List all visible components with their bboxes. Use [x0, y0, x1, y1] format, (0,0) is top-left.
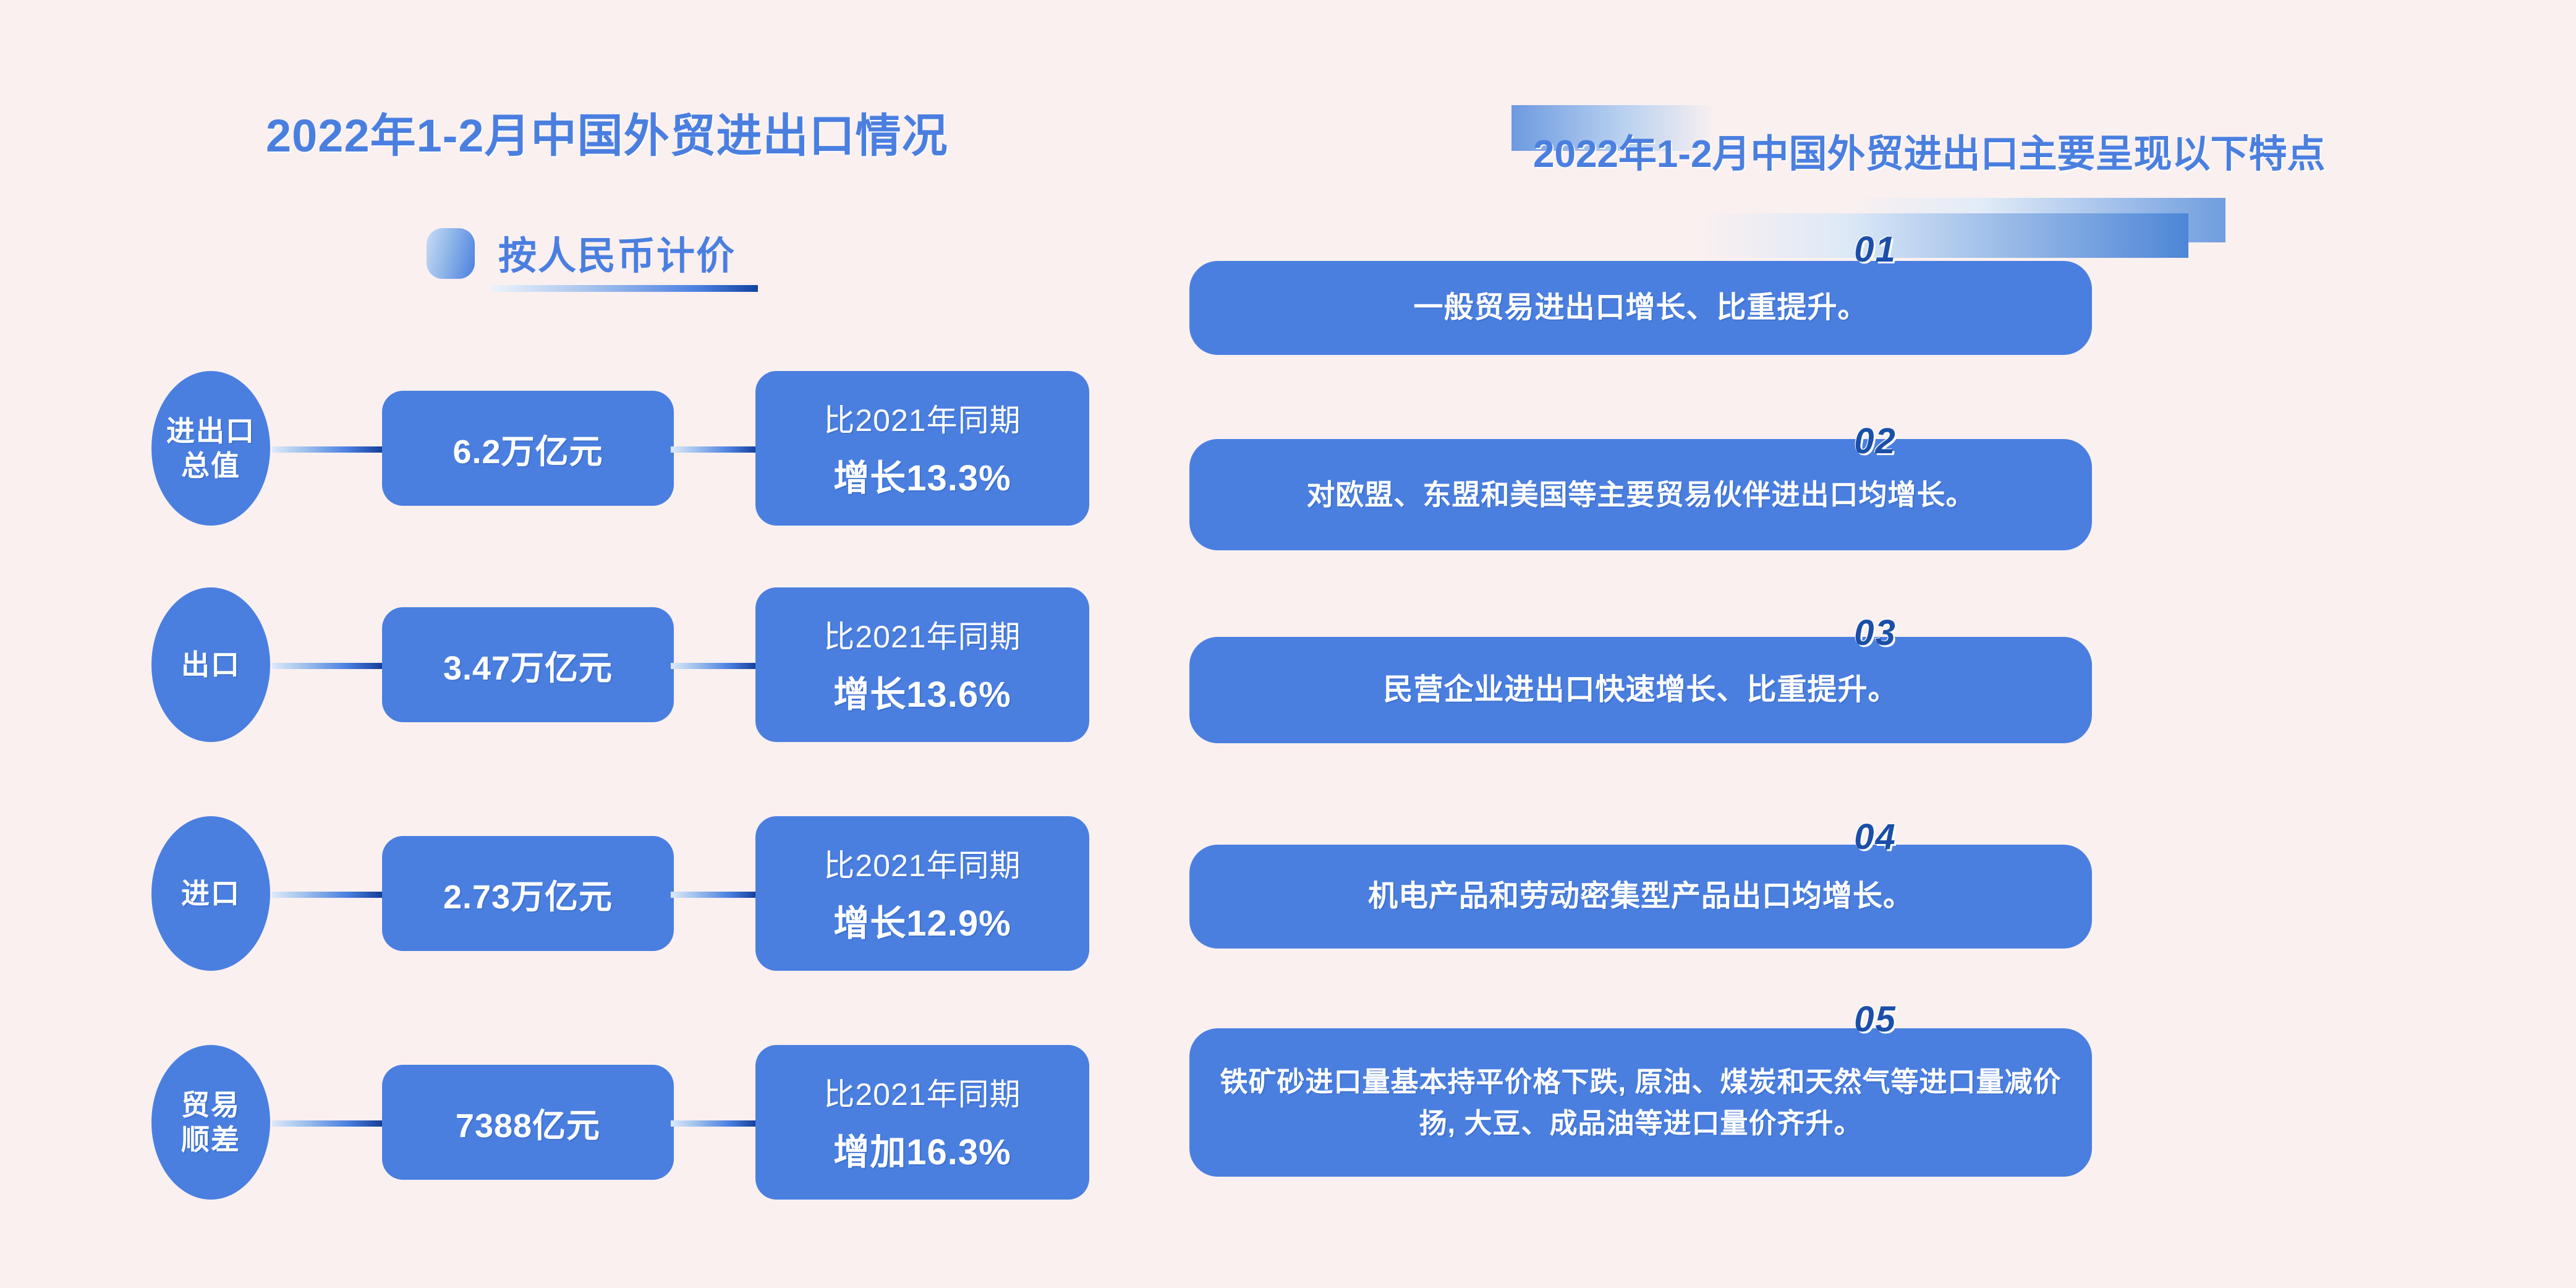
row-label-line2: 总值: [181, 450, 240, 482]
connector-line-left: [272, 446, 383, 453]
row-compare-label: 比2021年同期: [823, 403, 1021, 438]
row-change-value: 增长13.6%: [833, 675, 1011, 715]
row-change-value: 增长12.9%: [833, 903, 1011, 944]
row-value-box: 2.73万亿元: [382, 836, 674, 951]
connector-line-left: [272, 1120, 383, 1127]
row-growth-box: 比2021年同期 增长13.6%: [755, 587, 1089, 742]
feature-point: 04 机电产品和劳动密集型产品出口均增长。: [1175, 816, 2576, 977]
row-compare-label: 比2021年同期: [823, 620, 1021, 654]
row-value-box: 3.47万亿元: [382, 607, 674, 722]
connector-line-right: [671, 892, 757, 898]
row-growth-box: 比2021年同期 增加16.3%: [755, 1045, 1089, 1200]
row-label-line1: 进出口: [166, 414, 255, 447]
feature-number-badge: 04: [1854, 817, 1897, 857]
header-decor-bar-left: [1511, 105, 1715, 151]
feature-number-badge: 01: [1854, 229, 1897, 270]
feature-card[interactable]: 民营企业进出口快速增长、比重提升。: [1189, 637, 2092, 743]
data-row: 进口 2.73万亿元 比2021年同期 增长12.9%: [0, 816, 1175, 971]
row-growth-box: 比2021年同期 增长13.3%: [755, 371, 1089, 526]
connector-line-right: [671, 446, 757, 453]
subtitle-label: 按人民币计价: [498, 235, 736, 278]
row-label-circle: 进出口 总值: [151, 371, 270, 526]
feature-card[interactable]: 机电产品和劳动密集型产品出口均增长。: [1189, 845, 2092, 949]
row-label-circle: 进口: [151, 816, 270, 971]
feature-point: 02 对欧盟、东盟和美国等主要贸易伙伴进出口均增长。: [1175, 420, 2576, 581]
row-label-line1: 进口: [181, 877, 240, 910]
feature-card[interactable]: 对欧盟、东盟和美国等主要贸易伙伴进出口均增长。: [1189, 439, 2092, 550]
row-change-value: 增加16.3%: [833, 1132, 1011, 1172]
row-label-circle: 贸易 顺差: [151, 1045, 270, 1200]
feature-number-badge: 03: [1854, 613, 1897, 653]
subtitle-badge-icon: [427, 228, 475, 279]
feature-card[interactable]: 铁矿砂进口量基本持平价格下跌, 原油、煤炭和天然气等进口量减价扬, 大豆、成品油…: [1189, 1028, 2092, 1177]
page-title: 2022年1-2月中国外贸进出口情况: [266, 110, 948, 161]
header-decor-bar-lower: [1700, 213, 2188, 258]
connector-line-left: [272, 663, 383, 669]
row-label-circle: 出口: [151, 587, 270, 742]
data-row: 贸易 顺差 7388亿元 比2021年同期 增加16.3%: [0, 1045, 1175, 1200]
subtitle-group: 按人民币计价: [427, 220, 773, 297]
right-header-group: 2022年1-2月中国外贸进出口主要呈现以下特点: [1496, 93, 2485, 258]
row-value-box: 7388亿元: [382, 1065, 674, 1180]
row-change-value: 增长13.3%: [833, 458, 1011, 498]
feature-point: 03 民营企业进出口快速增长、比重提升。: [1175, 612, 2576, 773]
row-compare-label: 比2021年同期: [823, 848, 1021, 883]
connector-line-left: [272, 892, 383, 898]
feature-number-badge: 05: [1854, 999, 1897, 1039]
row-compare-label: 比2021年同期: [823, 1077, 1021, 1112]
feature-number-badge: 02: [1854, 421, 1897, 461]
row-label-line1: 出口: [181, 648, 240, 681]
left-panel: 2022年1-2月中国外贸进出口情况 按人民币计价 进出口 总值 6.2万亿元 …: [0, 0, 1175, 1288]
row-label-line2: 顺差: [181, 1124, 240, 1156]
feature-point: 05 铁矿砂进口量基本持平价格下跌, 原油、煤炭和天然气等进口量减价扬, 大豆、…: [1175, 999, 2576, 1203]
data-row: 出口 3.47万亿元 比2021年同期 增长13.6%: [0, 587, 1175, 742]
connector-line-right: [671, 663, 757, 669]
subtitle-underline: [491, 285, 758, 292]
feature-point: 01 一般贸易进出口增长、比重提升。: [1175, 229, 2576, 390]
right-panel: 2022年1-2月中国外贸进出口主要呈现以下特点 01 一般贸易进出口增长、比重…: [1175, 0, 2576, 1288]
feature-card[interactable]: 一般贸易进出口增长、比重提升。: [1189, 261, 2092, 355]
data-row: 进出口 总值 6.2万亿元 比2021年同期 增长13.3%: [0, 371, 1175, 526]
row-growth-box: 比2021年同期 增长12.9%: [755, 816, 1089, 971]
row-value-box: 6.2万亿元: [382, 391, 674, 506]
connector-line-right: [671, 1120, 757, 1127]
right-panel-title: 2022年1-2月中国外贸进出口主要呈现以下特点: [1533, 133, 2326, 176]
row-label-line1: 贸易: [181, 1088, 240, 1121]
